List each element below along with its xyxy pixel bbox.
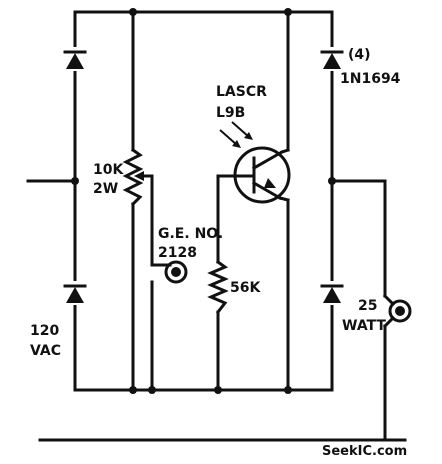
lamp-part-label: 2128 (158, 245, 197, 261)
junction-dot (129, 8, 137, 16)
diode-right-lower (320, 281, 344, 305)
scr-type-label: LASCR (216, 84, 267, 100)
junction-dot (328, 177, 336, 185)
junction-dot (284, 8, 292, 16)
resistor-value-label: 56K (230, 280, 261, 296)
watermark: SeekIC.com (322, 444, 407, 459)
junction-dots (71, 8, 336, 394)
load-unit-label: WATT (342, 318, 386, 334)
pot-power-label: 2W (93, 181, 118, 197)
junction-dot (71, 177, 79, 185)
junction-dot (284, 386, 292, 394)
lamp-mfr-label: G.E. NO. (158, 226, 223, 242)
scr-part-label: L9B (216, 105, 245, 121)
labels: (4) 1N1694 LASCR L9B 10K 2W G.E. NO. 212… (30, 47, 401, 359)
pot-value-label: 10K (93, 162, 124, 178)
supply-type-label: VAC (30, 343, 61, 359)
diode-left-upper (63, 47, 87, 71)
diode-part-label: 1N1694 (340, 71, 401, 87)
lascr-l9b (219, 121, 291, 204)
scr-arrow-icon (264, 178, 276, 188)
scr-body (233, 146, 291, 204)
junction-dot (148, 386, 156, 394)
diode-count-label: (4) (348, 47, 371, 63)
load-lamp (382, 293, 412, 329)
diode-left-lower (63, 281, 87, 305)
supply-voltage-label: 120 (30, 323, 59, 339)
junction-dot (129, 386, 137, 394)
wiper-arrow-icon (134, 171, 144, 181)
lamp-ge-2128 (164, 260, 188, 284)
load-value-label: 25 (358, 298, 377, 314)
junction-dot (214, 386, 222, 394)
light-arrows-icon (219, 121, 253, 148)
diode-right-upper (320, 47, 344, 71)
potentiometer (122, 147, 144, 207)
resistor-56k (207, 259, 229, 315)
